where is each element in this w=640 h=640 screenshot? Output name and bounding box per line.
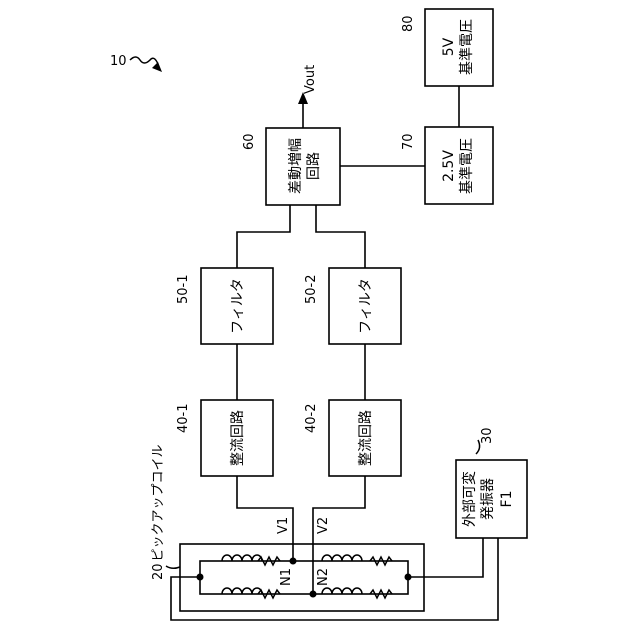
filter-1-ref: 50-1	[176, 274, 191, 304]
node-n2-label: N2	[316, 568, 331, 586]
rectifier-2-ref: 40-2	[304, 403, 319, 433]
oscillator-line-2: 発振器	[480, 478, 496, 520]
junction-right	[405, 574, 412, 581]
vout-label: Vout	[303, 65, 318, 94]
junction-v1	[290, 558, 297, 565]
ref-2v5-block: 2.5V 基準電圧	[425, 127, 493, 204]
ref-2v5-ref: 70	[401, 133, 416, 150]
rectifier-1-block: 整流回路	[201, 400, 273, 476]
wire-amp-to-filter-2	[316, 205, 365, 268]
coil-n1-bottom	[222, 588, 262, 594]
figure-number: 10	[110, 54, 127, 69]
filter-2-ref: 50-2	[304, 274, 319, 304]
filter-2-block: フィルタ	[329, 268, 401, 344]
oscillator-line-1: 外部可変	[461, 471, 478, 527]
filter-1-label: フィルタ	[230, 278, 246, 334]
ref-5v-block: 5V 基準電圧	[425, 9, 493, 86]
filter-1-block: フィルタ	[201, 268, 273, 344]
diff-amp-block: 差動増幅 回路	[266, 128, 340, 205]
pickup-coil-label: ピックアップコイル	[151, 444, 166, 561]
junction-v2	[310, 591, 317, 598]
signal-v2-label: V2	[316, 517, 331, 534]
pickup-coil-ref-label: 20 ピックアップコイル	[151, 444, 166, 580]
ref-5v-line-2: 基準電圧	[458, 19, 475, 75]
diff-amp-ref: 60	[242, 133, 257, 150]
figure-number-arrowhead	[152, 62, 162, 72]
diff-amp-line-1: 差動増幅	[288, 138, 304, 194]
wire-amp-to-filter-1	[237, 205, 290, 268]
rectifier-1-ref: 40-1	[176, 403, 191, 433]
oscillator-leader-line	[476, 440, 480, 454]
oscillator-ref: 30	[480, 427, 495, 444]
pickup-coil-ref: 20	[151, 563, 166, 580]
pickup-coil-leader-line	[166, 566, 180, 568]
ref-2v5-line-2: 基準電圧	[458, 138, 475, 194]
ref-5v-line-1: 5V	[441, 37, 457, 56]
wire-oscillator-to-coil-left	[171, 538, 498, 620]
coil-n2-top	[322, 555, 362, 561]
junction-left	[197, 574, 204, 581]
ref-5v-ref: 80	[401, 15, 416, 32]
rectifier-2-label: 整流回路	[358, 410, 374, 466]
coil-n2-bottom	[322, 588, 362, 594]
rectifier-1-label: 整流回路	[230, 410, 246, 466]
ref-2v5-line-1: 2.5V	[441, 150, 457, 182]
oscillator-line-3: F1	[499, 491, 515, 508]
rectifier-2-block: 整流回路	[329, 400, 401, 476]
signal-v1-label: V1	[276, 517, 291, 534]
filter-2-label: フィルタ	[358, 278, 374, 334]
figure-number-leader	[130, 57, 158, 64]
diff-amp-line-2: 回路	[306, 152, 322, 180]
pickup-coil-frame	[180, 544, 424, 611]
oscillator-block: 外部可変 発振器 F1	[456, 460, 527, 538]
node-n1-label: N1	[279, 568, 294, 586]
coil-n1-top	[222, 555, 262, 561]
